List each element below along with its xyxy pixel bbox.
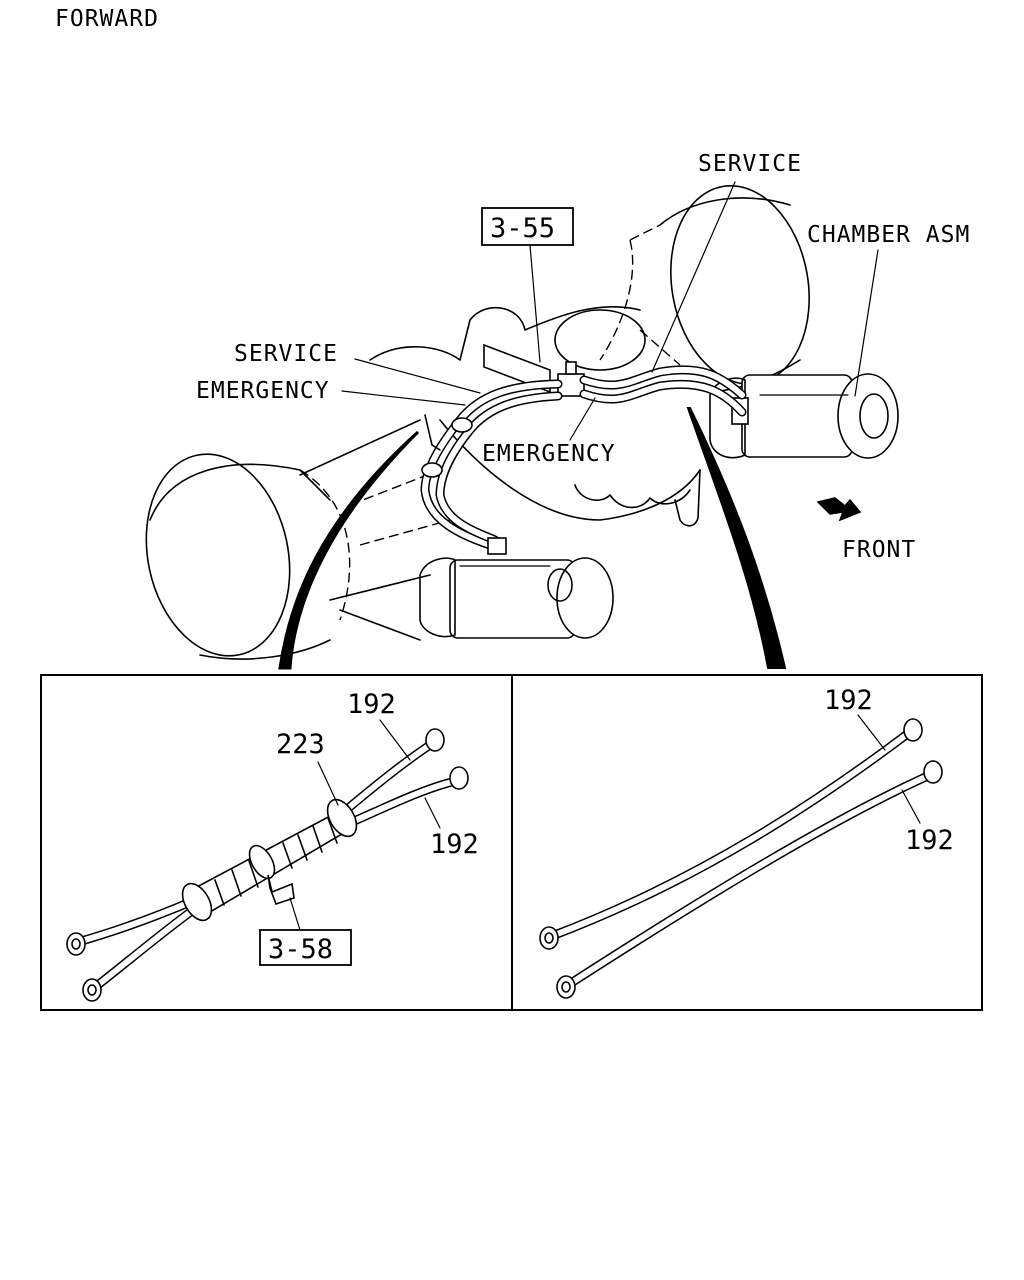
axle-assembly-drawing [145,185,899,670]
left-brake-drum-face [145,453,291,657]
left-192-bottom-leader [424,797,441,829]
left-detail-drawing [66,719,469,1002]
emergency-center-leader [569,397,596,441]
chamber-asm-leader [854,249,879,397]
sleeve-spiral [214,817,338,906]
left-hose-192-b-label: 192 [430,829,479,860]
service-top-label: SERVICE [698,151,802,177]
ref-3-58-leader [289,897,301,931]
nut-left-c [425,728,445,752]
right-drum-hidden-lines [629,224,681,366]
grommet-left [181,882,213,922]
emergency-left-label: EMERGENCY [196,378,330,404]
front-label: FRONT [842,537,916,563]
chamber-asm-label: CHAMBER ASM [807,222,970,248]
diff-drain-plug [674,469,701,527]
left-chamber-clamp [419,557,456,638]
left-drum-rim-top [149,463,331,521]
service-top-leader [651,181,736,373]
right-hose-a [547,727,915,941]
diff-hidden-edge [599,239,634,361]
right-hose-192-a-label: 192 [824,685,873,716]
ref-3-55-box [481,207,574,246]
right-drum-rim-top [659,197,791,226]
hose-clip-bracket [267,874,295,906]
service-left-label: SERVICE [234,341,338,367]
right-detail-panel [511,674,983,1011]
diff-carrier-lobes [574,484,691,509]
grommet-upper [451,417,473,433]
grommet-lower [421,462,443,478]
nut-left-b [82,978,102,1002]
right-hose-192-b-label: 192 [905,825,954,856]
ref-3-55-text: 3-55 [490,213,555,244]
service-left-leader [354,358,481,394]
right-detail-callout-wedge [686,407,787,669]
nut-right-a [539,926,559,950]
ref-3-55-leader [529,244,541,363]
left-223-leader [317,761,339,806]
left-chamber-fitting [487,537,507,555]
emergency-left-leader [341,390,466,406]
nut-left-a [66,932,86,956]
right-detail-drawing [539,714,943,999]
diff-housing-top [369,305,641,361]
right-192-bottom-leader [901,789,921,824]
front-arrow-icon [816,497,862,522]
clip-collar [248,844,276,880]
upper-label-leaders [341,181,879,441]
right-brake-drum-face [670,185,810,385]
tee-cap [565,361,577,375]
right-chamber-boss [859,393,889,439]
right-192-top-leader [857,714,886,751]
left-chamber-boss [547,568,573,602]
page-title: FORWARD [55,6,159,32]
left-axle-tube-bottom [329,574,431,601]
emergency-center-label: EMERGENCY [482,441,616,467]
nut-left-d [449,766,469,790]
left-axle-hidden-2 [359,519,451,546]
diff-housing-bottom [439,419,701,521]
nut-right-d [923,760,943,784]
left-detail-callout-wedge [278,430,420,670]
left-hose-192-a-label: 192 [347,689,396,720]
nut-right-b [556,975,576,999]
ref-3-58-box [259,929,352,966]
left-drum-rim-bottom [199,639,331,660]
hose-clip [424,414,441,451]
left-192-top-leader [379,719,411,761]
left-axle-tube-top [299,419,421,476]
nut-right-c [903,718,923,742]
left-grommet-223-label: 223 [276,729,325,760]
ref-3-58-text: 3-58 [268,934,333,965]
left-axle-lower-edge [339,609,421,641]
diff-cover [554,309,646,371]
right-brake-chamber-cap [837,373,899,459]
right-brake-chamber-body [741,374,853,458]
grommet-right-223 [326,798,358,838]
left-drum-hidden-edge [299,469,351,621]
